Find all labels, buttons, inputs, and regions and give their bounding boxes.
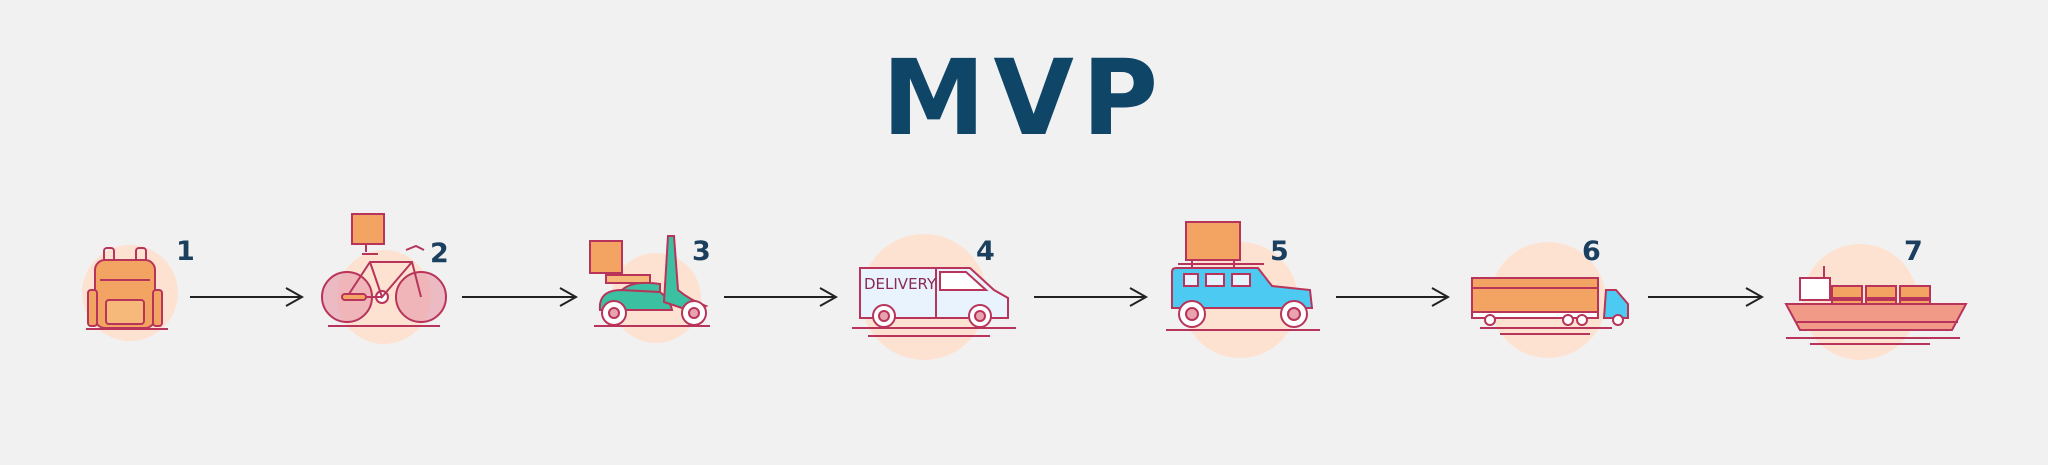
stage-7: 7	[1784, 236, 1968, 360]
cargo-ship-icon	[1784, 266, 1968, 345]
stage-number: 7	[1904, 236, 1923, 267]
page-title: MVP	[881, 37, 1167, 159]
stage-3: 3	[589, 235, 711, 343]
stage-number: 3	[692, 236, 711, 267]
backpack-icon	[86, 247, 168, 330]
stage-number: 6	[1582, 236, 1601, 267]
scooter-icon	[589, 235, 710, 327]
stage-number: 4	[976, 236, 995, 267]
bicycle-icon	[321, 213, 447, 327]
stage-number: 2	[430, 238, 449, 269]
stage-2: 2	[321, 213, 449, 344]
stage-5: 5	[1166, 221, 1320, 358]
stage-number: 1	[176, 236, 195, 267]
van-label: DELIVERY	[864, 275, 937, 293]
stage-4: DELIVERY 4	[852, 234, 1016, 360]
delivery-van-icon	[852, 267, 1016, 337]
jeep-icon	[1166, 221, 1320, 331]
stage-6: 6	[1471, 236, 1629, 358]
stage-1: 1	[82, 236, 195, 341]
truck-icon	[1471, 277, 1629, 335]
stage-number: 5	[1270, 236, 1289, 267]
